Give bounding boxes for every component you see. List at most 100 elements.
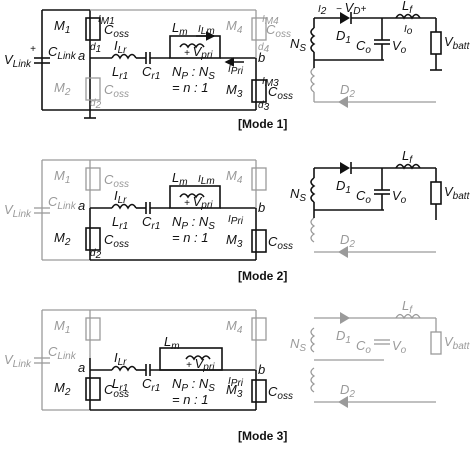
m3-coss-label: Coss [268, 384, 293, 402]
clink-label: CLink [48, 194, 77, 212]
clink-label: CLink [48, 344, 77, 362]
d2-diode [338, 246, 348, 258]
d1-label: d1 [90, 42, 101, 55]
im1-label: IM1 [98, 14, 115, 27]
secondary-winding-top [310, 177, 316, 203]
secondary-winding-bottom [310, 67, 316, 93]
m4-switch [251, 167, 267, 191]
secondary-winding-bottom [310, 217, 316, 243]
mode-2-panel: VLink CLink M1 Coss M2 Coss d2 a ILr Lr1… [4, 148, 471, 283]
battery-load [430, 31, 442, 55]
lf-label: Lf [402, 148, 413, 166]
co-label: Co [356, 338, 371, 356]
m2-coss-label: Coss [104, 382, 129, 400]
ipri-label: IPri [228, 64, 244, 77]
lf-label: Lf [402, 298, 413, 316]
lr1-inductor [111, 53, 137, 60]
node-a: a [78, 48, 85, 63]
ilm-label: ILm [198, 174, 215, 187]
lf-inductor [395, 313, 421, 320]
mode-3-panel: VLink CLink M1 M2 Coss a ILr Lr1 Cr1 Lm … [4, 298, 471, 443]
ilm-label: ILm [198, 24, 215, 37]
vlink-plus: + [30, 44, 36, 55]
mode-1-caption: [Mode 1] [238, 117, 287, 131]
m3-coss-label: Coss [268, 234, 293, 252]
d1-diode [340, 12, 350, 24]
m2-switch [85, 227, 101, 251]
ipri-label: IPri [228, 376, 244, 389]
mode-3-caption: [Mode 3] [238, 429, 287, 443]
ns-label: NS [290, 186, 306, 204]
cr1-label: Cr1 [142, 214, 160, 232]
lm-inductor [185, 355, 211, 361]
cr1-label: Cr1 [142, 376, 160, 394]
vlink-label: VLink [4, 52, 32, 70]
lf-inductor [395, 13, 421, 20]
m3-switch [251, 79, 267, 103]
turns-ratio-label: NP : NS [172, 64, 215, 82]
d2-label: d2 [90, 248, 102, 261]
m3-label: M3 [226, 382, 243, 400]
lf-inductor [395, 163, 421, 170]
secondary-winding-top [310, 27, 316, 53]
m2-coss-label: Coss [104, 82, 129, 100]
D1-label: D1 [336, 328, 351, 346]
lm-label: Lm [172, 20, 188, 38]
D2-label: D2 [340, 382, 355, 400]
node-b: b [258, 50, 265, 65]
ipri-label: IPri [228, 214, 244, 227]
co-label: Co [356, 38, 371, 56]
i2-label: I2 [318, 4, 327, 17]
lm-inductor [179, 193, 205, 199]
ilr-label: ILr [114, 38, 127, 56]
lr1-label: Lr1 [112, 214, 128, 232]
m1-switch [85, 17, 101, 41]
ns-label: NS [290, 36, 306, 54]
m3-switch [251, 229, 267, 253]
lf-label: Lf [402, 0, 413, 16]
lm-branch [169, 35, 221, 59]
lm-label: Lm [172, 170, 188, 188]
lr1-label: Lr1 [112, 376, 128, 394]
d1-diode [340, 162, 350, 174]
vbatt-label: Vbatt [444, 34, 471, 52]
m2-label: M2 [54, 230, 71, 248]
d2-diode [338, 96, 348, 108]
lr1-inductor [111, 365, 137, 372]
vo-label: Vo [392, 338, 407, 356]
m2-label: M2 [54, 80, 71, 98]
m1-coss-label: Coss [104, 22, 129, 40]
im3-label: IM3 [262, 76, 279, 89]
vpri-label: + Vpri [184, 194, 213, 211]
m3-label: M3 [226, 82, 243, 100]
vpri-label: + Vpri [184, 44, 213, 61]
m3-switch [251, 379, 267, 403]
d3-label: d3 [258, 100, 270, 113]
node-a: a [78, 360, 85, 375]
vo-label: Vo [392, 38, 407, 56]
node-b: b [258, 200, 265, 215]
turns-ratio-n: = n : 1 [172, 80, 209, 95]
m1-label: M1 [54, 168, 70, 186]
node-b: b [258, 362, 265, 377]
vo-label: Vo [392, 188, 407, 206]
mode-2-caption: [Mode 2] [238, 269, 287, 283]
ilr-label: ILr [114, 188, 127, 206]
m1-switch [85, 317, 101, 341]
m4-label: M4 [226, 168, 243, 186]
D1-label: D1 [336, 28, 351, 46]
secondary-winding-bottom [310, 367, 316, 393]
im4-label: IM4 [262, 14, 279, 27]
lr1-label: Lr1 [112, 64, 128, 82]
lm-label: Lm [164, 334, 180, 352]
lm-branch [169, 185, 221, 209]
m3-label: M3 [226, 232, 243, 250]
turns-ratio-label: NP : NS [172, 214, 215, 232]
m4-label: M4 [226, 318, 243, 336]
D2-label: D2 [340, 232, 355, 250]
d1-diode [340, 312, 350, 324]
battery-load [430, 181, 442, 205]
turns-ratio-n: = n : 1 [172, 392, 209, 407]
node-a: a [78, 198, 85, 213]
m4-switch [251, 317, 267, 341]
